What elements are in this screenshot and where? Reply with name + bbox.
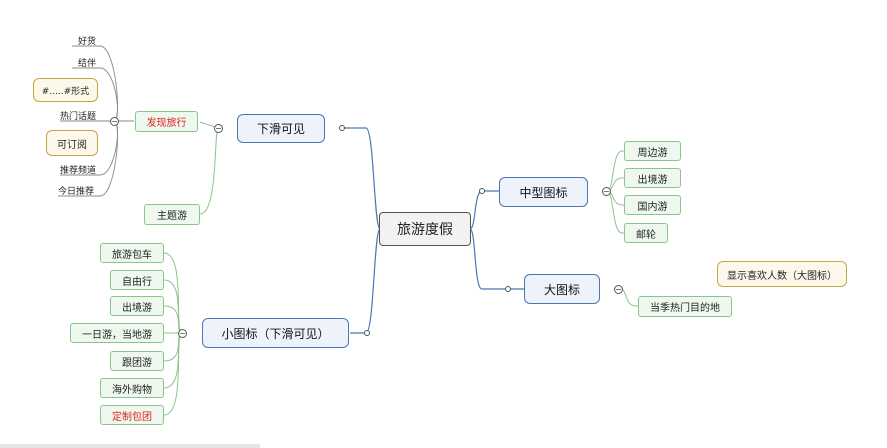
subtopic-outbound[interactable]: 出境游	[110, 296, 164, 316]
subtopic-overseas-shopping[interactable]: 海外购物	[100, 378, 164, 398]
subtopic-label: 旅游包车	[112, 249, 152, 261]
subtopic-outbound-tour[interactable]: 出境游	[624, 168, 681, 188]
topic-large-icon[interactable]: 大图标	[524, 274, 600, 304]
leaf-hot-topics[interactable]: 热门话题	[60, 109, 96, 122]
connector-dot	[505, 286, 511, 292]
collapse-minus-icon[interactable]: −	[110, 117, 119, 126]
root-topic-label: 旅游度假	[397, 222, 453, 238]
subtopic-hot-destinations[interactable]: 当季热门目的地	[638, 296, 732, 317]
callout-label: 显示喜欢人数（大图标）	[727, 270, 837, 282]
subtopic-charter-bus[interactable]: 旅游包车	[100, 243, 164, 263]
leaf-good-products[interactable]: 好货	[78, 34, 96, 47]
leaf-label: 推荐频道	[60, 166, 97, 176]
connector-dot	[364, 330, 370, 336]
subtopic-label: 周边游	[637, 147, 668, 159]
horizontal-scrollbar[interactable]	[0, 444, 260, 448]
subtopic-discover-travel[interactable]: 发现旅行	[135, 111, 198, 132]
subtopic-label: 定制包团	[112, 411, 152, 423]
subtopic-label: 自由行	[122, 276, 152, 288]
topic-scroll-visible[interactable]: 下滑可见	[237, 114, 325, 143]
collapse-minus-icon[interactable]: −	[178, 329, 187, 338]
subtopic-group-tour[interactable]: 跟团游	[110, 351, 164, 371]
subtopic-theme-tour[interactable]: 主题游	[144, 204, 200, 225]
topic-medium-icon-label: 中型图标	[519, 185, 568, 200]
collapse-minus-icon[interactable]: −	[614, 285, 623, 294]
topic-scroll-visible-label: 下滑可见	[256, 122, 305, 136]
connector-dot	[479, 188, 485, 194]
subtopic-label: 发现旅行	[146, 118, 187, 129]
topic-large-icon-label: 大图标	[543, 282, 580, 297]
subtopic-label: 邮轮	[636, 229, 656, 241]
collapse-minus-icon[interactable]: −	[602, 187, 611, 196]
subtopic-free-travel[interactable]: 自由行	[110, 270, 164, 290]
subtopic-label: 当季热门目的地	[650, 303, 720, 314]
leaf-label: 好货	[78, 37, 97, 47]
subtopic-label: 国内游	[637, 201, 668, 213]
subtopic-label: 出境游	[122, 302, 152, 314]
subtopic-label: 主题游	[157, 211, 187, 222]
note-callout-likes[interactable]: 显示喜欢人数（大图标）	[717, 261, 847, 287]
leaf-recommended-channel[interactable]: 推荐频道	[60, 163, 96, 176]
topic-medium-icon[interactable]: 中型图标	[499, 177, 588, 207]
subtopic-label: 跟团游	[122, 357, 152, 369]
subtopic-label: 海外购物	[112, 384, 152, 396]
note-callout-subscribe[interactable]: 可订阅	[46, 130, 98, 156]
callout-label: #.....#形式	[41, 86, 90, 97]
subtopic-label: 一日游，当地游	[82, 329, 152, 341]
leaf-label: 今日推荐	[58, 187, 95, 197]
topic-small-icon[interactable]: 小图标（下滑可见）	[202, 318, 349, 348]
subtopic-nearby-tour[interactable]: 周边游	[624, 141, 681, 161]
subtopic-label: 出境游	[637, 174, 668, 186]
connector-dot	[339, 125, 345, 131]
leaf-companion[interactable]: 结伴	[78, 56, 96, 69]
topic-small-icon-label: 小图标（下滑可见）	[221, 326, 330, 341]
subtopic-cruise[interactable]: 邮轮	[624, 223, 668, 243]
note-callout-hashtag[interactable]: #.....#形式	[33, 78, 98, 102]
leaf-label: 结伴	[78, 59, 97, 69]
subtopic-custom-group[interactable]: 定制包团	[100, 405, 164, 425]
collapse-minus-icon[interactable]: −	[214, 124, 223, 133]
leaf-label: 热门话题	[60, 112, 97, 122]
leaf-today-recommend[interactable]: 今日推荐	[58, 184, 94, 197]
callout-label: 可订阅	[57, 139, 87, 151]
subtopic-day-trip[interactable]: 一日游，当地游	[70, 323, 164, 343]
root-topic[interactable]: 旅游度假	[379, 212, 471, 246]
subtopic-domestic-tour[interactable]: 国内游	[624, 195, 681, 215]
